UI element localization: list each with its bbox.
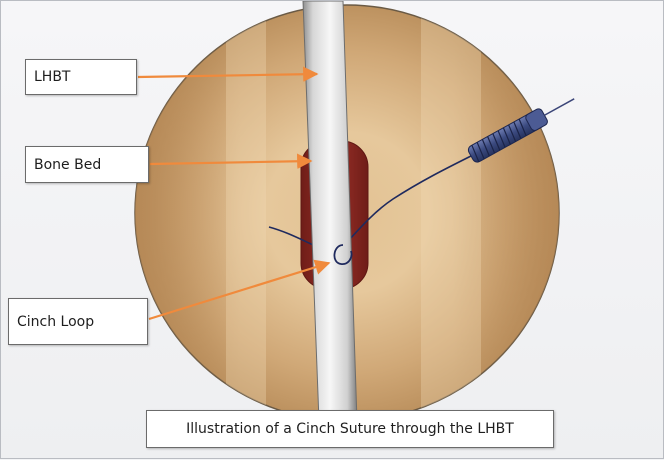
callout-arrows [137,66,331,321]
cinch-loop [333,244,353,265]
lhbt-label: LHBT [25,59,137,95]
bone-bed-label: Bone Bed [25,146,149,183]
figure-caption: Illustration of a Cinch Suture through t… [146,410,554,448]
bone-bed-arrow [149,153,313,169]
lhbt-arrow [137,66,319,82]
suture-anchor [467,98,575,163]
cinch-loop-label: Cinch Loop [8,298,148,345]
cinch-loop-arrow [148,259,331,321]
